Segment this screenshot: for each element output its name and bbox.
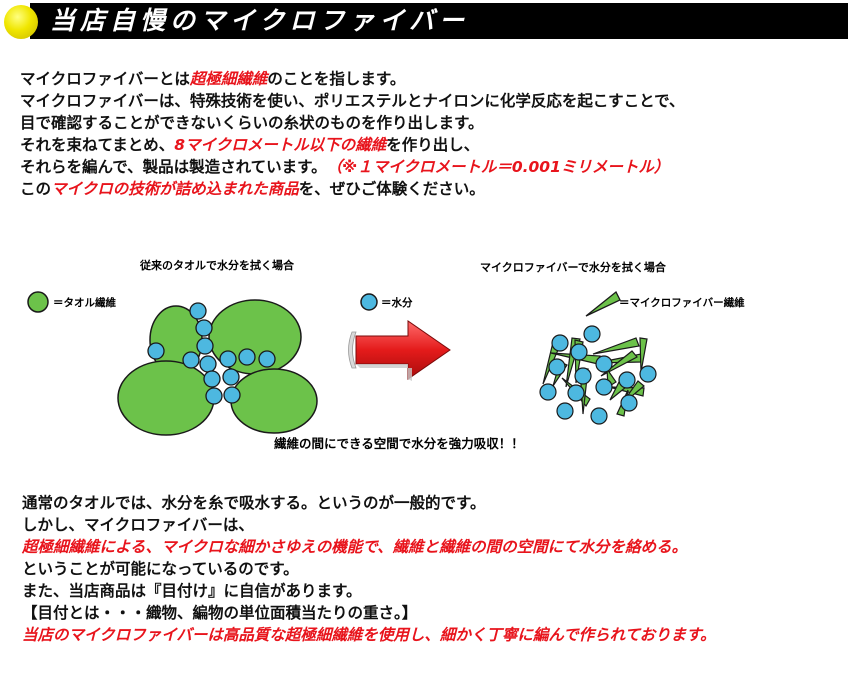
intro-line: それらを編んで、製品は製造されています。 （※１マイクロメートル＝0.001ミリ… [20,156,685,178]
body-text: また、当店商品は『目付け』に自信があります。 [22,582,362,600]
body-text: 通常のタオルでは、水分を糸で吸水する。というのが一般的です。 [22,494,486,512]
highlight-text: 超極細繊維 [189,70,268,88]
intro-paragraph: マイクロファイバーとは超極細繊維のことを指します。マイクロファイバーは、特殊技術… [20,68,685,200]
header-bar [30,3,848,39]
body-text: を作り出し、 [386,136,480,154]
microfiber-water-drops-group [539,325,657,425]
bottom-line: しかし、マイクロファイバーは、 [22,514,716,536]
highlight-text: マイクロの技術が詰め込まれた商品 [51,180,299,198]
header-banner: 当店自慢のマイクロファイバー [0,0,850,44]
red-arrow-icon [348,320,451,381]
body-text: しかし、マイクロファイバーは、 [22,516,254,534]
towel-water-drops-group [147,302,276,405]
body-text: 【目付とは・・・織物、編物の単位面積当たりの重さ。】 [22,604,418,622]
intro-line: 目で確認することができないくらいの糸状のものを作り出します。 [20,112,685,134]
highlight-text: 当店のマイクロファイバーは高品質な超極細繊維を使用し、細かく丁寧に編んで作られて… [22,626,716,644]
diagram-caption: 繊維の間にできる空間で水分を強力吸収！！ [274,436,524,451]
microfiber-legend-label: ＝マイクロファイバー繊維 [619,296,745,309]
right-diagram-title: マイクロファイバーで水分を拭く場合 [480,260,667,274]
page-title: 当店自慢のマイクロファイバー [50,6,470,35]
highlight-text: 8マイクロメートル以下の繊維 [174,136,387,154]
towel-fiber-legend-icon [27,291,49,313]
bottom-line: 超極細繊維による、マイクロな細かさゆえの機能で、繊維と繊維の間の空間にて水分を絡… [22,536,716,558]
body-text: マイクロファイバーとは [20,70,190,88]
microfiber-legend-icon [585,290,621,317]
body-text: それらを編んで、製品は製造されています。 [20,158,335,176]
body-text: 目で確認することができないくらいの糸状のものを作り出します。 [20,114,484,132]
towel-fibers-group [117,299,318,436]
body-text: マイクロファイバーは、特殊技術を使い、ポリエステルとナイロンに化学反応を起こすこ… [20,92,685,110]
body-text: を、ぜひご体験ください。 [298,180,485,198]
body-text: それを束ねてまとめ、 [20,136,175,154]
bottom-line: ということが可能になっているのです。 [22,558,716,580]
body-text: この [20,180,52,198]
body-text: ということが可能になっているのです。 [22,560,299,578]
bottom-line: 当店のマイクロファイバーは高品質な超極細繊維を使用し、細かく丁寧に編んで作られて… [22,624,716,646]
intro-line: それを束ねてまとめ、8マイクロメートル以下の繊維を作り出し、 [20,134,685,156]
highlight-text: 超極細繊維による、マイクロな細かさゆえの機能で、繊維と繊維の間の空間にて水分を絡… [22,538,688,556]
bottom-paragraph: 通常のタオルでは、水分を糸で吸水する。というのが一般的です。しかし、マイクロファ… [22,492,716,646]
yellow-ball-icon [4,5,38,39]
absorption-diagram: 従来のタオルで水分を拭く場合 マイクロファイバーで水分を拭く場合 ＝タオル繊維 … [0,240,850,460]
highlight-text: （※１マイクロメートル＝0.001ミリメートル） [334,158,670,176]
bottom-line: 【目付とは・・・織物、編物の単位面積当たりの重さ。】 [22,602,716,624]
intro-line: このマイクロの技術が詰め込まれた商品を、ぜひご体験ください。 [20,178,685,200]
bottom-line: また、当店商品は『目付け』に自信があります。 [22,580,716,602]
intro-line: マイクロファイバーとは超極細繊維のことを指します。 [20,68,685,90]
bottom-line: 通常のタオルでは、水分を糸で吸水する。というのが一般的です。 [22,492,716,514]
body-text: のことを指します。 [267,70,406,88]
intro-line: マイクロファイバーは、特殊技術を使い、ポリエステルとナイロンに化学反応を起こすこ… [20,90,685,112]
towel-fiber-legend-label: ＝タオル繊維 [53,296,116,309]
water-legend-label: ＝水分 [381,296,413,309]
left-diagram-title: 従来のタオルで水分を拭く場合 [139,258,295,272]
water-legend-icon [360,293,378,311]
